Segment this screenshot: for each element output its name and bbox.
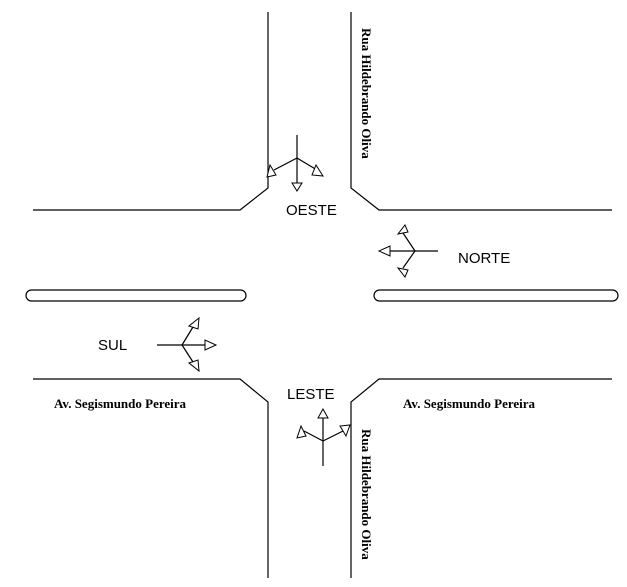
- street-label-horizontal-right: Av. Segismundo Pereira: [403, 396, 536, 411]
- road-edge-top-right: [350, 12, 612, 211]
- oeste-arrow-left-head: [266, 163, 277, 178]
- label-leste: LESTE: [287, 386, 335, 403]
- road-edges: [33, 12, 612, 578]
- median-right: [373, 289, 619, 302]
- leste-arrow-up-head: [317, 407, 329, 419]
- road-edge-bottom-right: [350, 378, 612, 578]
- leste-movement-arrows: [296, 407, 351, 466]
- norte-arrow-left-head: [377, 245, 391, 257]
- leste-arrow-right-head: [339, 424, 351, 438]
- norte-arrow-down-head: [396, 267, 409, 278]
- oeste-movement-arrows: [266, 135, 324, 192]
- sul-movement-arrows: [157, 316, 218, 373]
- oeste-arrow-down-head: [291, 182, 303, 192]
- sul-arrow-down-head: [187, 359, 200, 373]
- oeste-arrow-right-head: [311, 163, 324, 177]
- median-left: [25, 289, 247, 302]
- norte-arrow-up-head: [396, 224, 409, 235]
- street-label-vertical-top: Rua Hildebrando Oliva: [359, 28, 374, 159]
- road-edge-top-left: [33, 12, 269, 211]
- street-label-horizontal-left: Av. Segismundo Pereira: [54, 396, 187, 411]
- leste-arrow-left-head: [296, 424, 307, 439]
- norte-movement-arrows: [377, 224, 438, 278]
- label-norte: NORTE: [458, 250, 510, 267]
- label-sul: SUL: [98, 337, 127, 354]
- label-oeste: OESTE: [286, 202, 337, 219]
- sul-arrow-right-head: [204, 339, 218, 351]
- sul-arrow-up-head: [187, 316, 200, 330]
- road-edge-bottom-left: [33, 378, 269, 578]
- street-label-vertical-bottom: Rua Hildebrando Oliva: [359, 429, 374, 560]
